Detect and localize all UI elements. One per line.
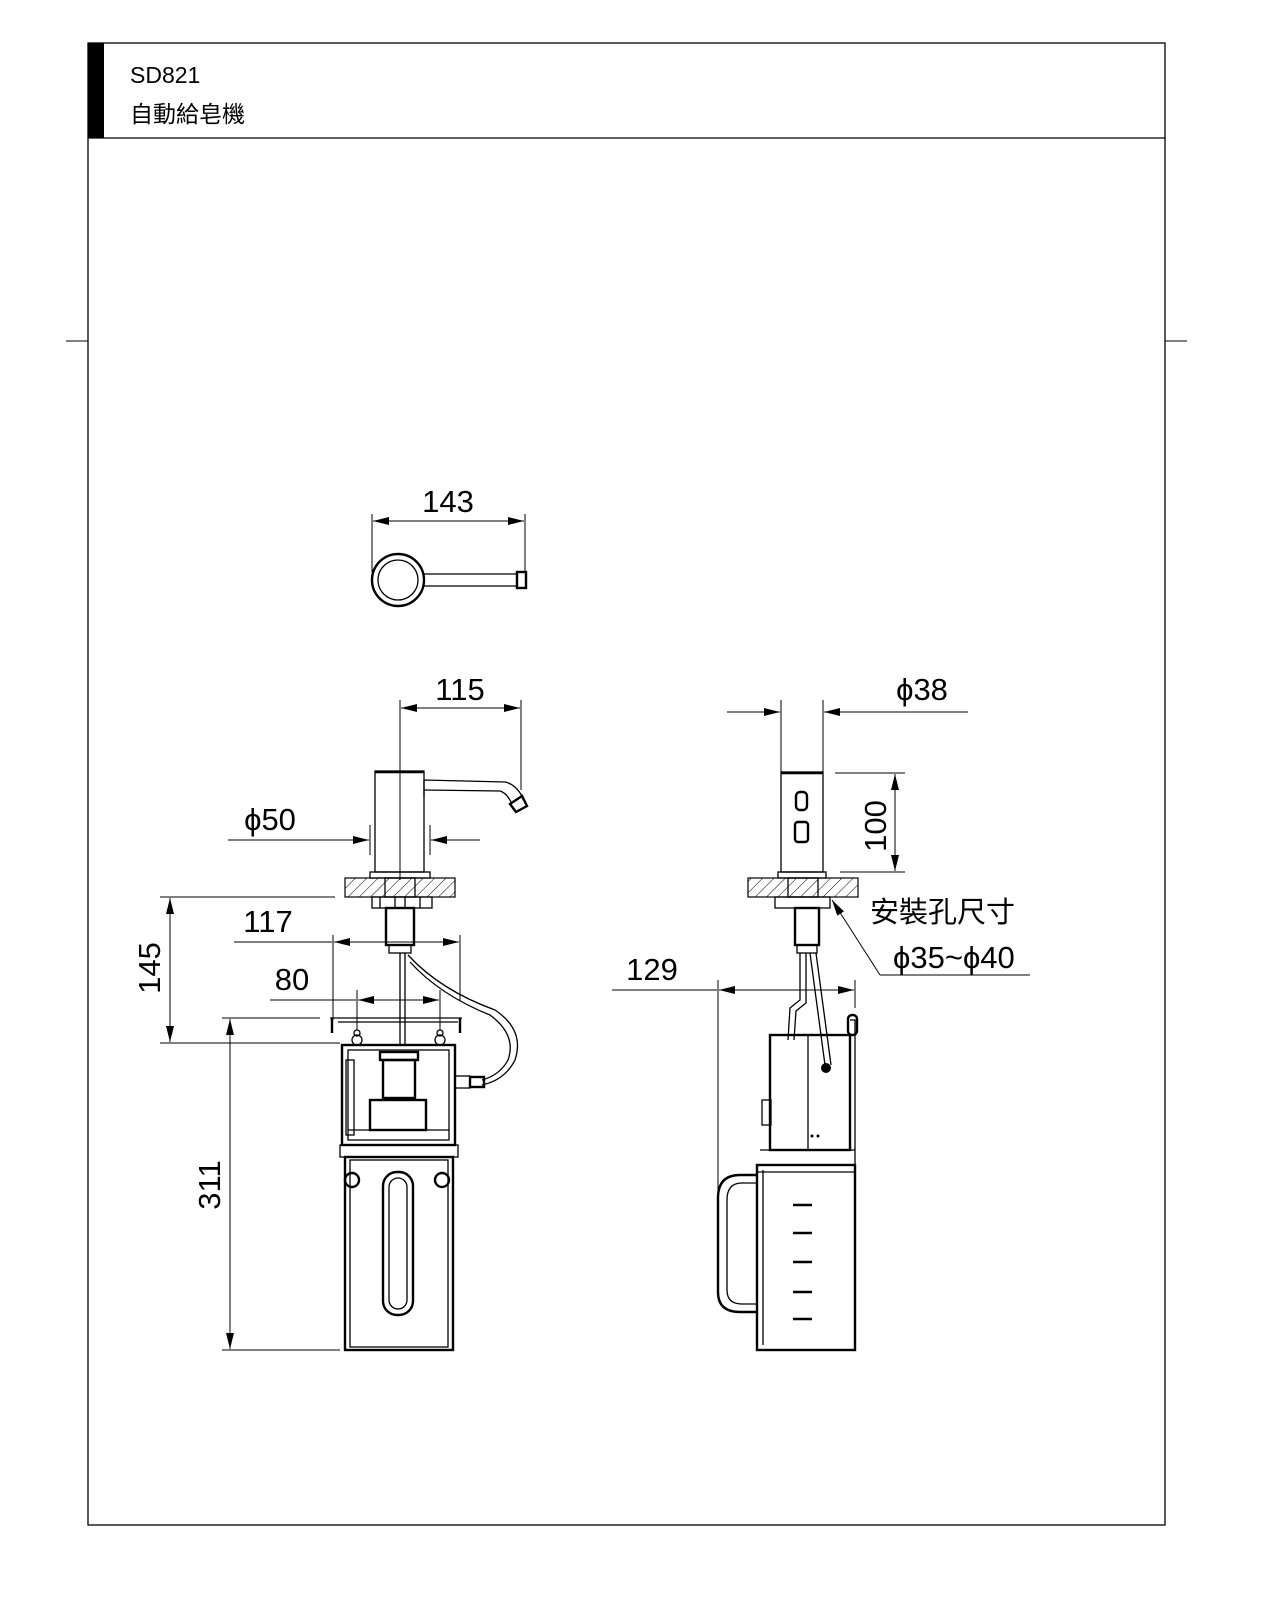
dim-hole-spacing: 80: [275, 962, 309, 997]
top-view: [370, 514, 528, 608]
dim-sensor-height: 100: [858, 800, 893, 852]
front-view: [160, 700, 529, 1352]
dim-front-column-diameter: ϕ50: [244, 802, 296, 837]
dim-bracket-width: 117: [243, 904, 292, 939]
drawing-frame: [66, 42, 1187, 1526]
dim-spout-reach: 115: [435, 672, 484, 707]
dim-tank-height: 311: [192, 1160, 227, 1209]
dim-tank-depth: 129: [626, 952, 678, 987]
dim-top-width: 143: [422, 484, 474, 519]
mounting-hole-range: ϕ35~ϕ40: [893, 940, 1015, 975]
product-name: 自動給皂機: [130, 101, 245, 127]
model-number: SD821: [130, 62, 200, 88]
dim-under-counter-depth: 145: [132, 942, 167, 994]
dim-side-column-diameter: ϕ38: [896, 672, 948, 707]
mounting-hole-label: 安裝孔尺寸: [870, 896, 1015, 929]
header-black-bar: [88, 43, 104, 138]
side-view: [612, 700, 1030, 1352]
